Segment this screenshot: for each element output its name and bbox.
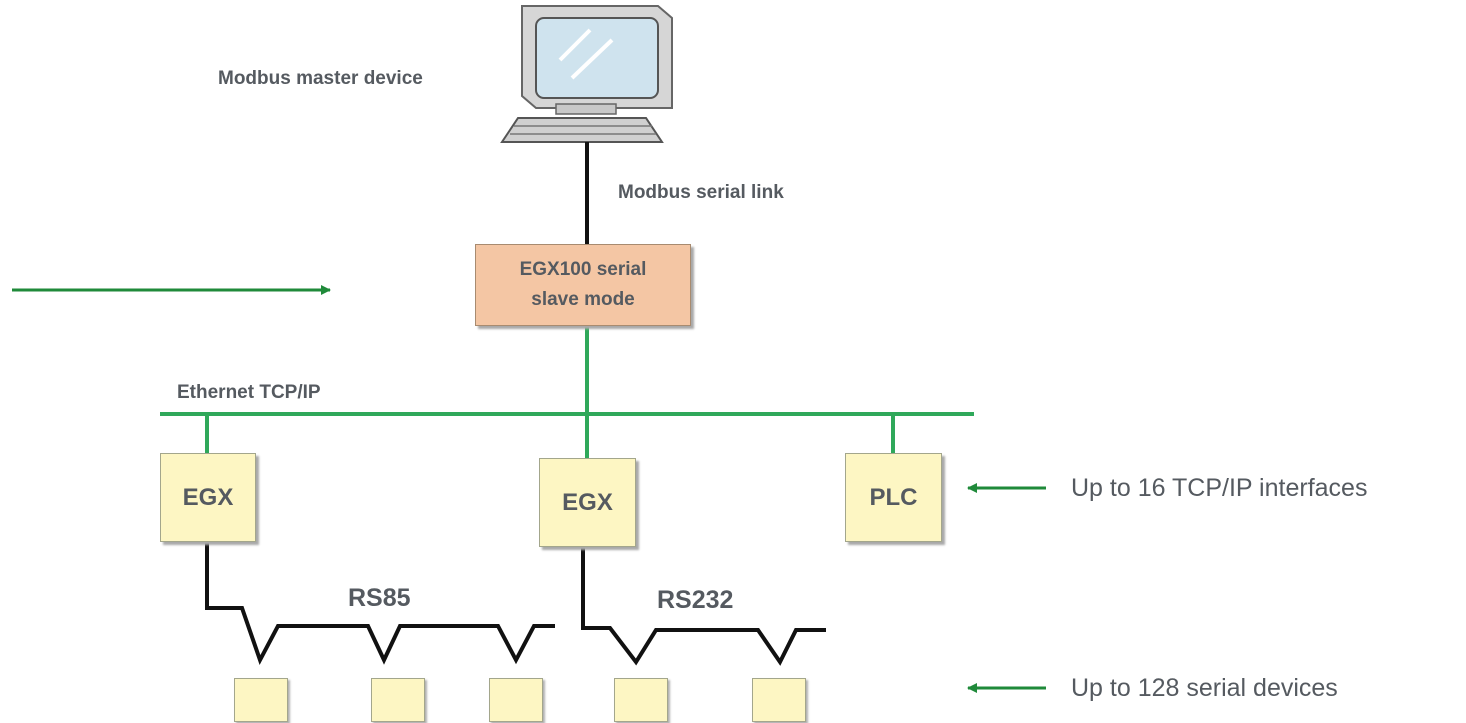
- interfaces-note: Up to 16 TCP/IP interfaces: [1071, 474, 1368, 502]
- plc-box: PLC: [845, 453, 942, 542]
- rs232-bus-label: RS232: [657, 586, 734, 614]
- serial-device-1: [234, 678, 288, 722]
- rs232-serial-cable: [581, 545, 826, 666]
- serial-device-5: [752, 678, 806, 722]
- computer-icon: [500, 5, 673, 143]
- gateway-line-2: slave mode: [531, 289, 635, 310]
- master-device-label: Modbus master device: [218, 68, 423, 89]
- egx100-gateway-box: EGX100 serial slave mode: [475, 244, 691, 326]
- devices-note: Up to 128 serial devices: [1071, 674, 1338, 702]
- serial-link-label: Modbus serial link: [618, 182, 784, 203]
- egx-left-box: EGX: [160, 453, 256, 542]
- ethernet-label: Ethernet TCP/IP: [177, 382, 321, 403]
- serial-device-3: [489, 678, 543, 722]
- egx-left-label: EGX: [182, 483, 234, 511]
- egx-middle-label: EGX: [562, 488, 613, 516]
- serial-device-2: [371, 678, 425, 722]
- rs485-serial-cable: [205, 540, 555, 666]
- rs485-bus-label: RS85: [348, 584, 411, 612]
- serial-device-4: [614, 678, 668, 722]
- gateway-line-1: EGX100 serial: [519, 259, 647, 280]
- egx-middle-box: EGX: [539, 458, 636, 547]
- plc-label: PLC: [869, 483, 918, 511]
